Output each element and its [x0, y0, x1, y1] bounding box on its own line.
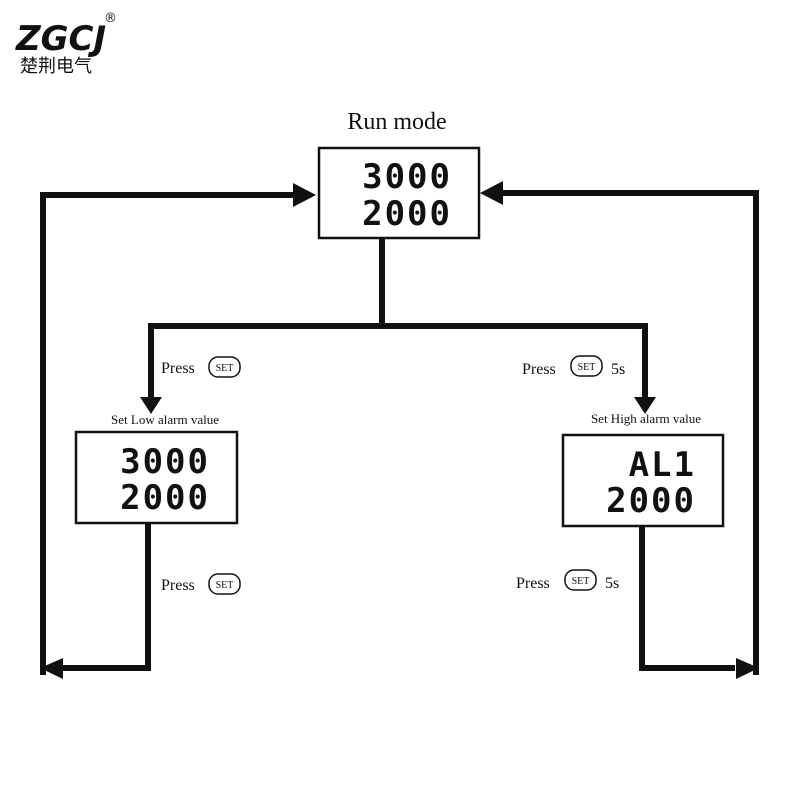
low-display-frame — [74, 430, 239, 525]
right-return-line — [501, 190, 759, 675]
brand-logo: ZGCJ ® 楚荆电气 — [15, 11, 117, 77]
high-display-bottom-value: 2000 — [606, 481, 696, 521]
run-mode-display: 3000 2000 — [317, 146, 481, 240]
to-high-press-label: Press — [522, 361, 556, 378]
run-display-bottom-value: 2000 — [362, 194, 452, 234]
logo-name: ZGCJ — [15, 19, 106, 59]
logo-registered-mark: ® — [104, 11, 117, 26]
page-title: Run mode — [347, 109, 446, 135]
high-back-press-label: Press — [516, 575, 550, 592]
arrow-right-bottom — [736, 658, 759, 679]
arrow-left-to-run — [480, 181, 503, 205]
set-key-icon — [564, 569, 597, 591]
action-low-back: Press SET — [161, 573, 241, 595]
high-alarm-title: Set High alarm value — [591, 411, 701, 426]
arrow-right-to-run — [293, 183, 316, 207]
high-display-frame — [561, 433, 725, 528]
high-return-bottom-line — [639, 524, 735, 671]
set-key-icon — [208, 573, 241, 595]
arrow-down-low — [140, 397, 162, 414]
action-to-low: Press SET — [161, 356, 241, 378]
low-display-top-value: 3000 — [120, 442, 210, 482]
low-alarm-title: Set Low alarm value — [111, 412, 219, 427]
low-display-bottom-value: 2000 — [120, 478, 210, 518]
high-back-key-label: SET — [572, 576, 590, 587]
arrow-heads — [40, 181, 759, 679]
to-high-duration-label: 5s — [611, 361, 625, 378]
high-back-duration-label: 5s — [605, 575, 619, 592]
logo-subtitle: 楚荆电气 — [20, 56, 92, 77]
arrow-down-high — [634, 397, 656, 414]
low-alarm-display: Set Low alarm value 3000 2000 — [74, 412, 239, 525]
set-key-icon — [208, 356, 241, 378]
low-back-press-label: Press — [161, 577, 195, 594]
flow-lines — [40, 190, 759, 675]
high-display-top-value: AL1 — [629, 445, 696, 485]
left-return-line — [40, 192, 293, 675]
arrow-left-bottom — [40, 658, 63, 679]
high-alarm-display: Set High alarm value AL1 2000 — [561, 411, 725, 528]
to-high-key-label: SET — [578, 362, 596, 373]
set-key-icon — [570, 355, 603, 377]
low-return-bottom-line — [61, 521, 151, 671]
to-low-press-label: Press — [161, 360, 195, 377]
to-low-key-label: SET — [216, 363, 234, 374]
low-back-key-label: SET — [216, 580, 234, 591]
run-display-frame — [317, 146, 481, 240]
action-high-back: Press SET 5s — [516, 569, 619, 592]
run-display-top-value: 3000 — [362, 157, 452, 197]
action-to-high: Press SET 5s — [522, 355, 625, 378]
